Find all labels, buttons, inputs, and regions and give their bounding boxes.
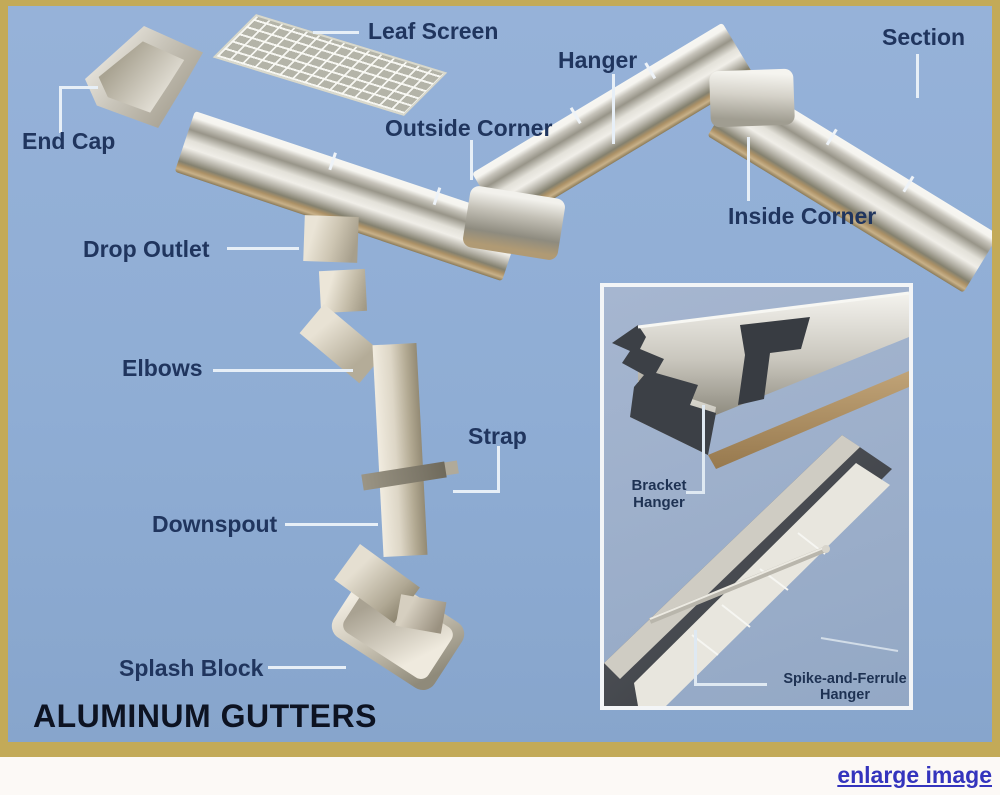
enlarge-image-link[interactable]: enlarge image — [837, 762, 992, 788]
hanger-tick — [569, 107, 582, 125]
spike-and-ferrule-drawing — [604, 435, 899, 706]
label-elbows: Elbows — [122, 355, 203, 381]
footer: enlarge image — [0, 757, 1000, 795]
diagram-frame: Leaf Screen Hanger Section End Cap Outsi… — [0, 0, 1000, 757]
drop-outlet-graphic — [303, 215, 359, 263]
downspout-pipe-graphic — [372, 342, 428, 558]
diagram-canvas: Leaf Screen Hanger Section End Cap Outsi… — [8, 6, 992, 742]
hanger-tick — [902, 175, 915, 193]
callout-line-outside-corner — [470, 140, 473, 180]
end-cap-recess — [98, 41, 185, 113]
inside-corner-graphic — [709, 68, 795, 128]
callout-line-end-cap — [59, 86, 98, 133]
inset-illustration — [604, 291, 909, 706]
callout-line-elbows — [213, 369, 353, 372]
bracket-hanger-drawing — [612, 291, 909, 469]
callout-line-section — [916, 54, 919, 98]
label-section: Section — [882, 24, 966, 50]
callout-line-spike-ferrule — [694, 630, 767, 686]
label-leaf-screen: Leaf Screen — [368, 18, 499, 44]
callout-line-hanger — [612, 74, 615, 144]
label-spike-and-ferrule-hanger: Spike-and-Ferrule Hanger — [783, 671, 907, 703]
callout-line-inside-corner — [747, 137, 750, 201]
callout-line-leaf-screen — [313, 31, 359, 34]
hanger-detail-inset: Bracket Hanger Spike-and-Ferrule Hanger — [600, 283, 913, 710]
hanger-tick — [328, 152, 337, 171]
label-drop-outlet: Drop Outlet — [83, 236, 210, 262]
label-end-cap: End Cap — [22, 128, 116, 154]
end-cap-graphic — [85, 26, 203, 128]
label-bracket-hanger: Bracket Hanger — [631, 477, 687, 511]
callout-line-downspout — [285, 523, 378, 526]
hanger-tick — [644, 62, 657, 80]
callout-line-splash-block — [268, 666, 346, 669]
callout-line-strap — [453, 446, 500, 493]
label-strap: Strap — [468, 423, 527, 449]
hanger-tick — [432, 187, 442, 206]
label-hanger: Hanger — [558, 47, 638, 73]
label-downspout: Downspout — [152, 511, 278, 537]
callout-line-drop-outlet — [227, 247, 299, 250]
label-outside-corner: Outside Corner — [385, 115, 553, 141]
callout-line-bracket-hanger — [686, 405, 705, 494]
label-inside-corner: Inside Corner — [728, 203, 877, 229]
hanger-tick — [825, 128, 838, 146]
diagram-title: ALUMINUM GUTTERS — [33, 698, 377, 734]
label-splash-block: Splash Block — [119, 655, 264, 681]
